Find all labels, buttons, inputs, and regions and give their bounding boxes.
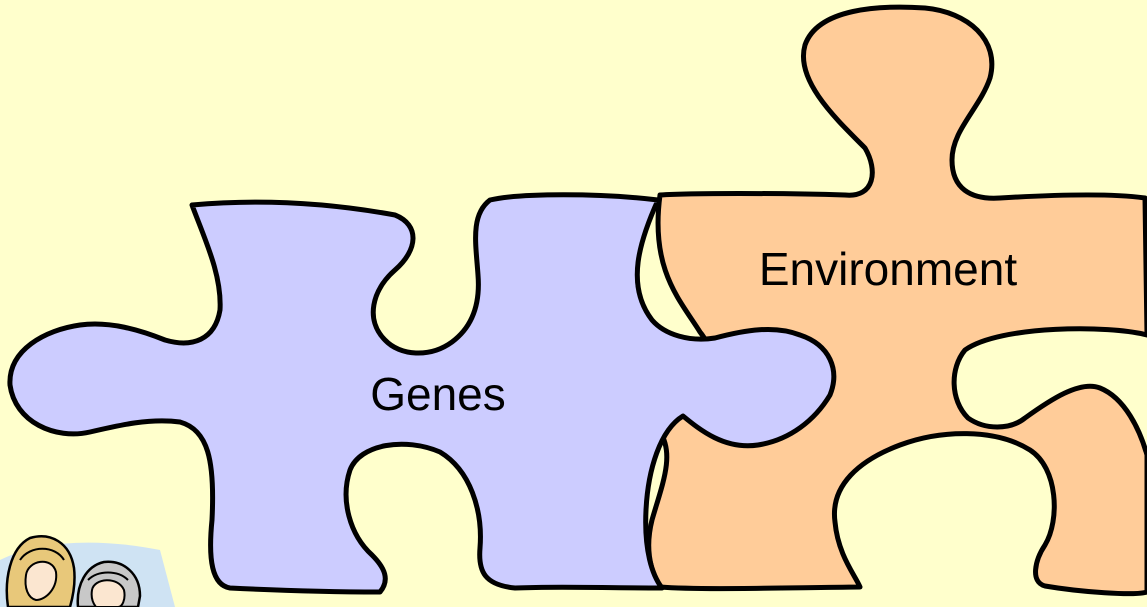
genes-label: Genes (370, 368, 506, 420)
environment-label: Environment (759, 243, 1017, 295)
two-people-clipart-icon (0, 536, 175, 607)
environment-puzzle-piece (649, 7, 1147, 593)
